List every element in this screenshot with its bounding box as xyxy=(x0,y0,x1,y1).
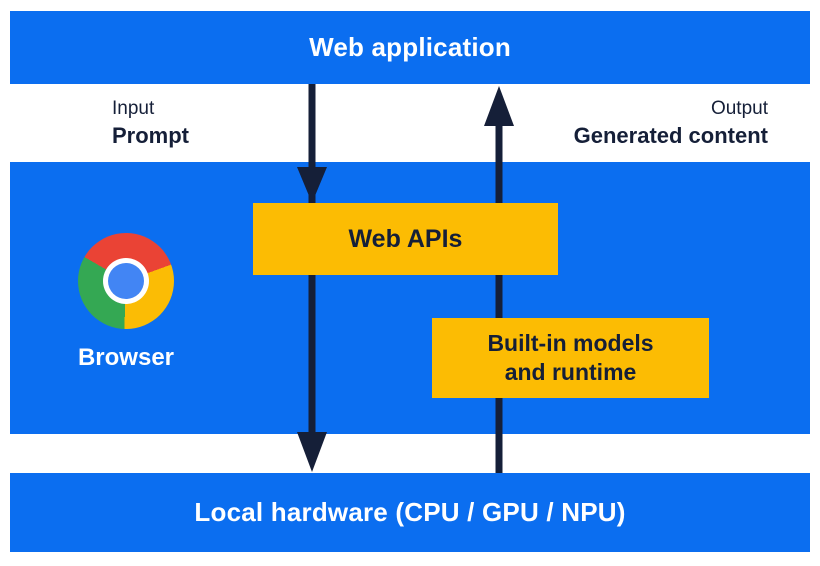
output-value: Generated content xyxy=(573,123,768,149)
input-label-group: Input Prompt xyxy=(112,96,189,150)
builtin-models-line1: Built-in models xyxy=(487,330,654,356)
local-hardware-label: Local hardware (CPU / GPU / NPU) xyxy=(194,497,626,527)
input-title: Input xyxy=(112,98,155,119)
browser-label: Browser xyxy=(77,344,175,371)
web-application-bar: Web application xyxy=(10,11,810,84)
input-value: Prompt xyxy=(112,123,189,149)
output-title: Output xyxy=(710,98,768,119)
web-apis-box: Web APIs xyxy=(253,203,558,275)
chrome-logo-ring xyxy=(103,258,149,304)
output-label-group: Output Generated content xyxy=(574,96,768,150)
builtin-models-box: Built-in models and runtime xyxy=(432,318,709,398)
builtin-models-line2: and runtime xyxy=(504,359,637,385)
chrome-logo-core xyxy=(108,263,144,299)
web-apis-label: Web APIs xyxy=(348,224,463,253)
local-hardware-bar: Local hardware (CPU / GPU / NPU) xyxy=(10,473,810,552)
web-application-label: Web application xyxy=(309,32,511,62)
chrome-logo-icon xyxy=(78,233,174,329)
